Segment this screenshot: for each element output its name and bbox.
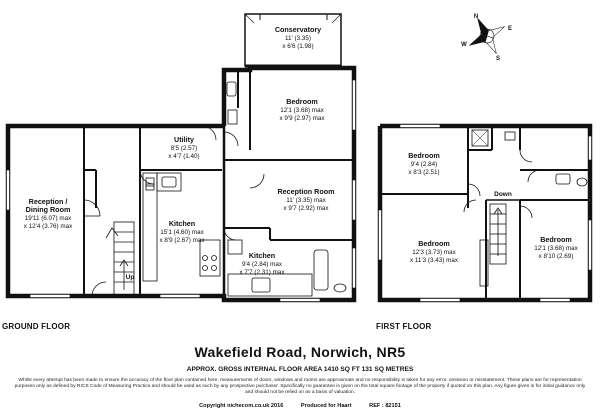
conservatory-outline <box>244 13 342 67</box>
ground-floor-exterior-wall <box>5 65 357 303</box>
ground-floor-plan <box>5 13 357 303</box>
produced-for-text: Produced for Haart <box>300 403 352 409</box>
first-floor-label: FIRST FLOOR <box>376 322 432 331</box>
floor-area-summary: APPROX. GROSS INTERNAL FLOOR AREA 1410 S… <box>186 366 414 373</box>
first-floor-plan <box>377 123 593 303</box>
property-address: Wakefield Road, Norwich, NR5 <box>194 344 406 360</box>
first-floor-stairs <box>479 203 507 287</box>
doors <box>83 125 265 297</box>
windows <box>6 79 356 302</box>
ground-stairs <box>105 221 135 297</box>
floor-plan <box>5 13 593 303</box>
disclaimer-text: Whilst every attempt has been made to en… <box>14 378 586 396</box>
copyright-text: Copyright nichecom.co.uk 2016 <box>199 403 284 409</box>
credits-line: Copyright nichecom.co.uk 2016 Produced f… <box>0 403 600 409</box>
bathroom-fittings <box>226 81 347 293</box>
reference-text: REF : 82151 <box>369 403 401 409</box>
kitchen-fittings <box>142 172 313 297</box>
compass-rose <box>469 18 505 54</box>
first-floor-windows <box>378 124 592 302</box>
first-floor-doors <box>463 149 541 219</box>
ground-floor-label: GROUND FLOOR <box>2 322 71 331</box>
